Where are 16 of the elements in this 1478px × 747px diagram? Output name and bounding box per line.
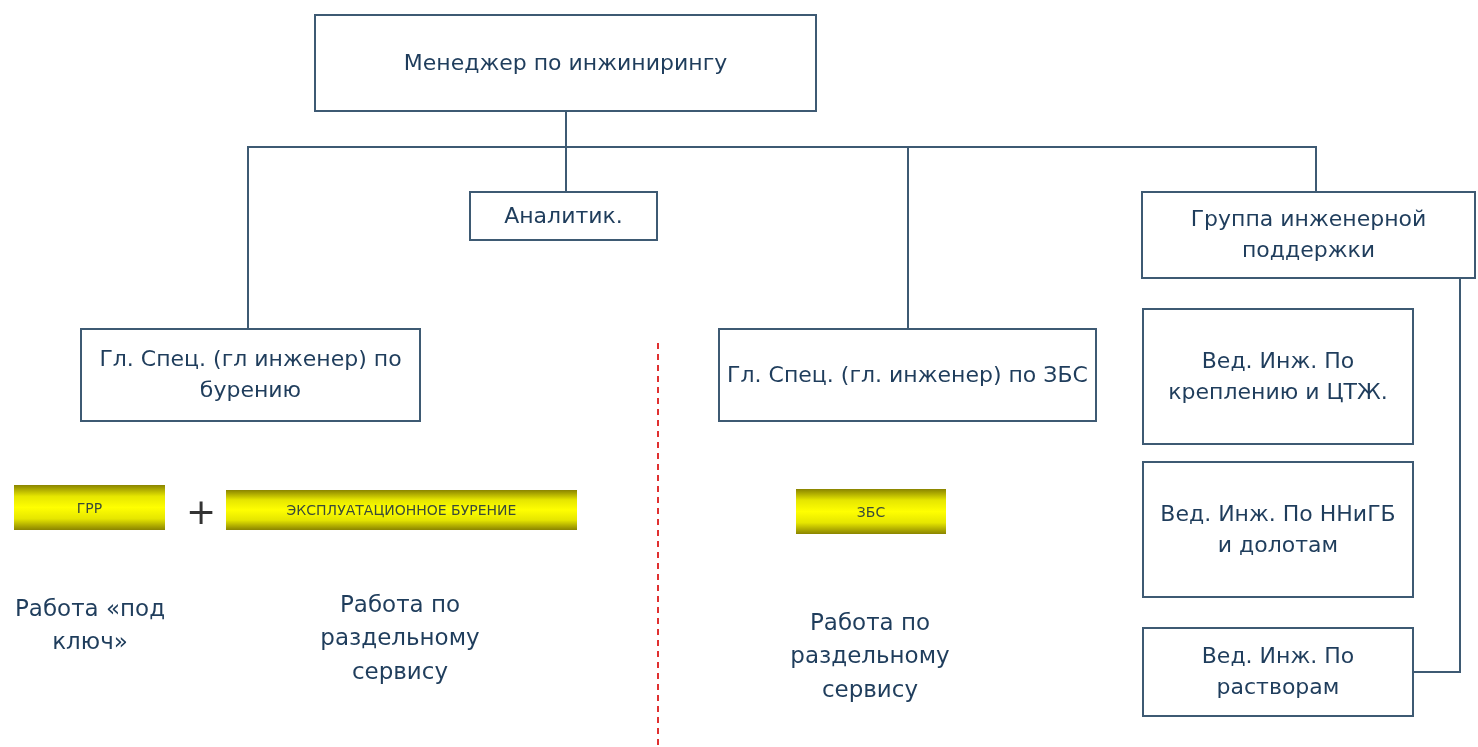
category-bar: ЭКСПЛУАТАЦИОННОЕ БУРЕНИЕ xyxy=(226,490,577,530)
org-box: Аналитик. xyxy=(469,191,658,241)
note: Работа по раздельному сервису xyxy=(319,590,481,686)
note: Работа по раздельному сервису xyxy=(789,608,951,704)
org-box: Менеджер по инжинирингу xyxy=(314,14,817,112)
org-box: Группа инженерной поддержки xyxy=(1141,191,1476,279)
org-box: Вед. Инж. По растворам xyxy=(1142,627,1414,717)
connector-line xyxy=(1413,278,1461,673)
category-bar: ГРР xyxy=(14,485,165,530)
plus-sign: + xyxy=(184,494,218,530)
org-box: Гл. Спец. (гл. инженер) по ЗБС xyxy=(718,328,1097,422)
org-box: Вед. Инж. По ННиГБ и долотам xyxy=(1142,461,1414,598)
category-bar: ЗБС xyxy=(796,489,946,534)
org-box: Вед. Инж. По креплению и ЦТЖ. xyxy=(1142,308,1414,445)
note: Работа «под ключ» xyxy=(13,594,167,657)
org-box: Гл. Спец. (гл инженер) по бурению xyxy=(80,328,421,422)
